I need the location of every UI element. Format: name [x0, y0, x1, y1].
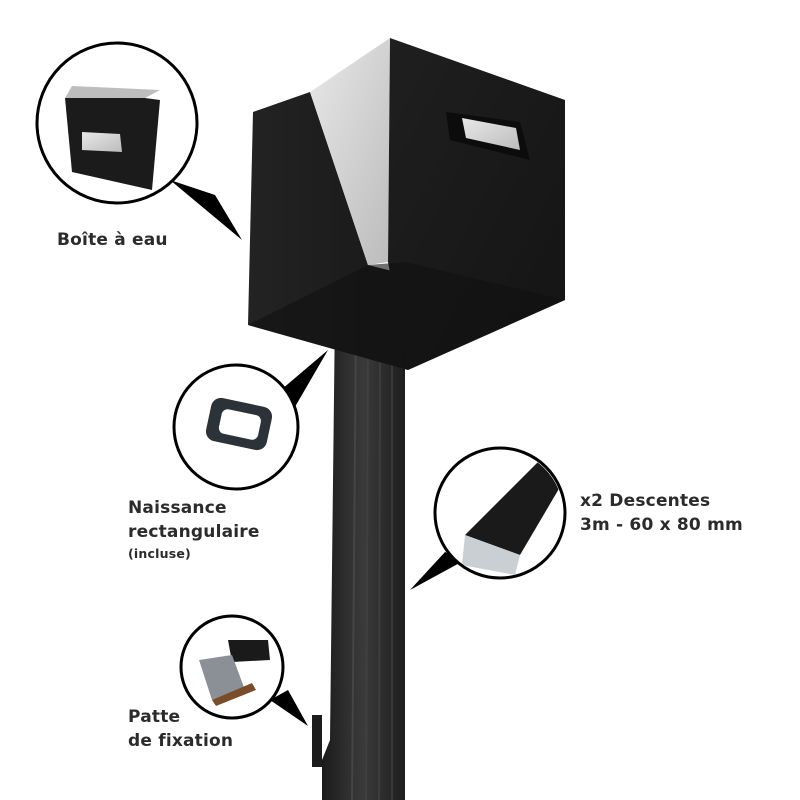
label-bracket-line-1: Patte: [128, 707, 181, 727]
label-downpipes-line-2: 3m - 60 x 80 mm: [580, 515, 743, 535]
downpipe: [312, 310, 405, 800]
label-water-box: Boîte à eau: [57, 228, 168, 252]
label-downpipes: x2 Descentes 3m - 60 x 80 mm: [580, 489, 743, 537]
callout-water-box: [35, 41, 242, 240]
label-fixing-bracket: Patte de fixation: [128, 705, 233, 753]
label-rectangular-outlet: Naissance rectangulaire (incluse): [128, 496, 260, 564]
callout-fixing-bracket: [179, 614, 308, 726]
label-water-box-line-1: Boîte à eau: [57, 230, 168, 250]
callout-rectangular-outlet: [172, 350, 328, 491]
label-downpipes-line-1: x2 Descentes: [580, 491, 711, 511]
label-bracket-line-2: de fixation: [128, 731, 234, 751]
label-outlet-line-2: rectangulaire: [128, 522, 260, 542]
label-outlet-note: (incluse): [128, 546, 191, 561]
label-outlet-line-1: Naissance: [128, 498, 227, 518]
callout-downpipes: [410, 446, 567, 590]
water-box-illustration: [248, 38, 565, 370]
overflow-spout: [446, 112, 530, 160]
bracket-on-pipe: [312, 715, 322, 767]
